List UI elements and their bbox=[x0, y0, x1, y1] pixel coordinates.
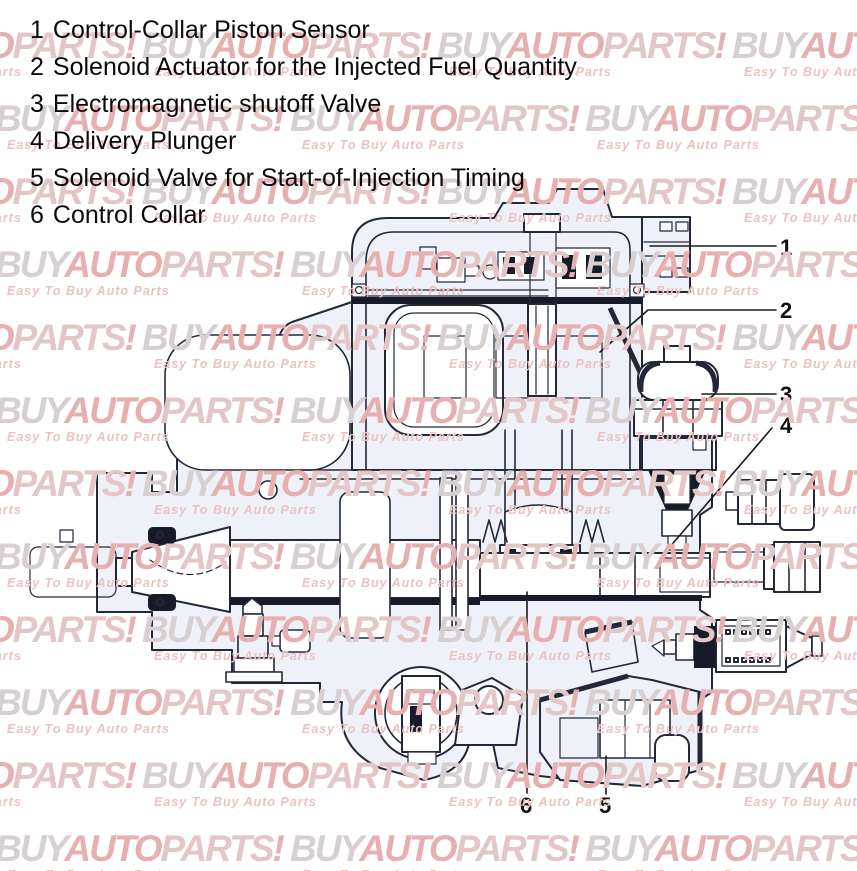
return-spring-right bbox=[579, 519, 605, 543]
callout-3-number: 3 bbox=[780, 382, 792, 407]
legend-item: 2 Solenoid Actuator for the Injected Fue… bbox=[30, 49, 577, 86]
legend-item-number: 5 bbox=[30, 164, 44, 192]
port-hole bbox=[258, 480, 278, 500]
parts-legend: 1 Control-Collar Piston Sensor 2 Solenoi… bbox=[30, 12, 577, 234]
callout-5-number: 5 bbox=[599, 793, 611, 818]
solenoid-actuator-coil bbox=[384, 304, 504, 436]
central-spindle bbox=[523, 213, 561, 397]
cam-disc bbox=[339, 469, 469, 639]
legend-item-label: Electromagnetic shutoff Valve bbox=[52, 90, 382, 118]
bottom-assemblies bbox=[225, 597, 703, 787]
plunger-head bbox=[504, 504, 573, 546]
legend-item-number: 3 bbox=[30, 90, 44, 118]
legend-item-label: Solenoid Actuator for the Injected Fuel … bbox=[52, 53, 577, 81]
shaft-cone bbox=[131, 526, 231, 613]
top-right-flange bbox=[641, 216, 691, 293]
right-fittings bbox=[651, 473, 823, 673]
legend-item: 6 Control Collar bbox=[30, 197, 577, 234]
head-bolt bbox=[713, 541, 821, 593]
callout-1-number: 1 bbox=[780, 235, 792, 260]
shutoff-valve bbox=[633, 345, 723, 551]
legend-item-number: 6 bbox=[30, 201, 44, 229]
winding-right bbox=[555, 335, 603, 399]
callout-2-line bbox=[599, 309, 777, 353]
legend-item-number: 2 bbox=[30, 53, 44, 81]
position-sensor-block bbox=[497, 251, 545, 281]
legend-item-number: 1 bbox=[30, 16, 44, 44]
winding-left bbox=[495, 335, 529, 399]
callouts: 1 2 3 4 5 6 bbox=[520, 235, 793, 818]
valve-spring-dots bbox=[725, 629, 771, 663]
timing-solenoid-valve bbox=[539, 673, 703, 787]
interior-cavity bbox=[164, 334, 351, 471]
legend-item-label: Delivery Plunger bbox=[52, 127, 237, 155]
legend-item-label: Control Collar bbox=[52, 201, 206, 229]
ribbed-connector bbox=[584, 619, 639, 673]
support-bracket bbox=[454, 677, 524, 746]
legend-item-number: 4 bbox=[30, 127, 44, 155]
overflow-fitting bbox=[725, 473, 815, 531]
adjust-screw bbox=[419, 246, 437, 270]
callout-4-line bbox=[661, 427, 773, 557]
shutoff-valve-hex-nut bbox=[633, 399, 723, 437]
pump-center bbox=[339, 429, 711, 639]
callout-2-number: 2 bbox=[780, 298, 792, 323]
legend-item-label: Control-Collar Piston Sensor bbox=[52, 16, 370, 44]
legend-item: 1 Control-Collar Piston Sensor bbox=[30, 12, 577, 49]
return-spring-left bbox=[482, 519, 508, 543]
legend-item: 5 Solenoid Valve for Start-of-Injection … bbox=[30, 160, 577, 197]
sensor-armature bbox=[555, 247, 611, 289]
head-internals bbox=[367, 213, 611, 436]
legend-item-label: Solenoid Valve for Start-of-Injection Ti… bbox=[52, 164, 525, 192]
legend-item: 4 Delivery Plunger bbox=[30, 123, 577, 160]
timing-piston-window bbox=[374, 666, 468, 765]
callout-4-number: 4 bbox=[780, 413, 793, 438]
legend-item: 3 Electromagnetic shutoff Valve bbox=[30, 86, 577, 123]
pressure-valve bbox=[651, 619, 823, 673]
callout-6-number: 6 bbox=[520, 793, 532, 818]
housing-bolt bbox=[59, 283, 707, 543]
pedestal-valve bbox=[225, 597, 311, 683]
delivery-plunger bbox=[479, 552, 711, 601]
